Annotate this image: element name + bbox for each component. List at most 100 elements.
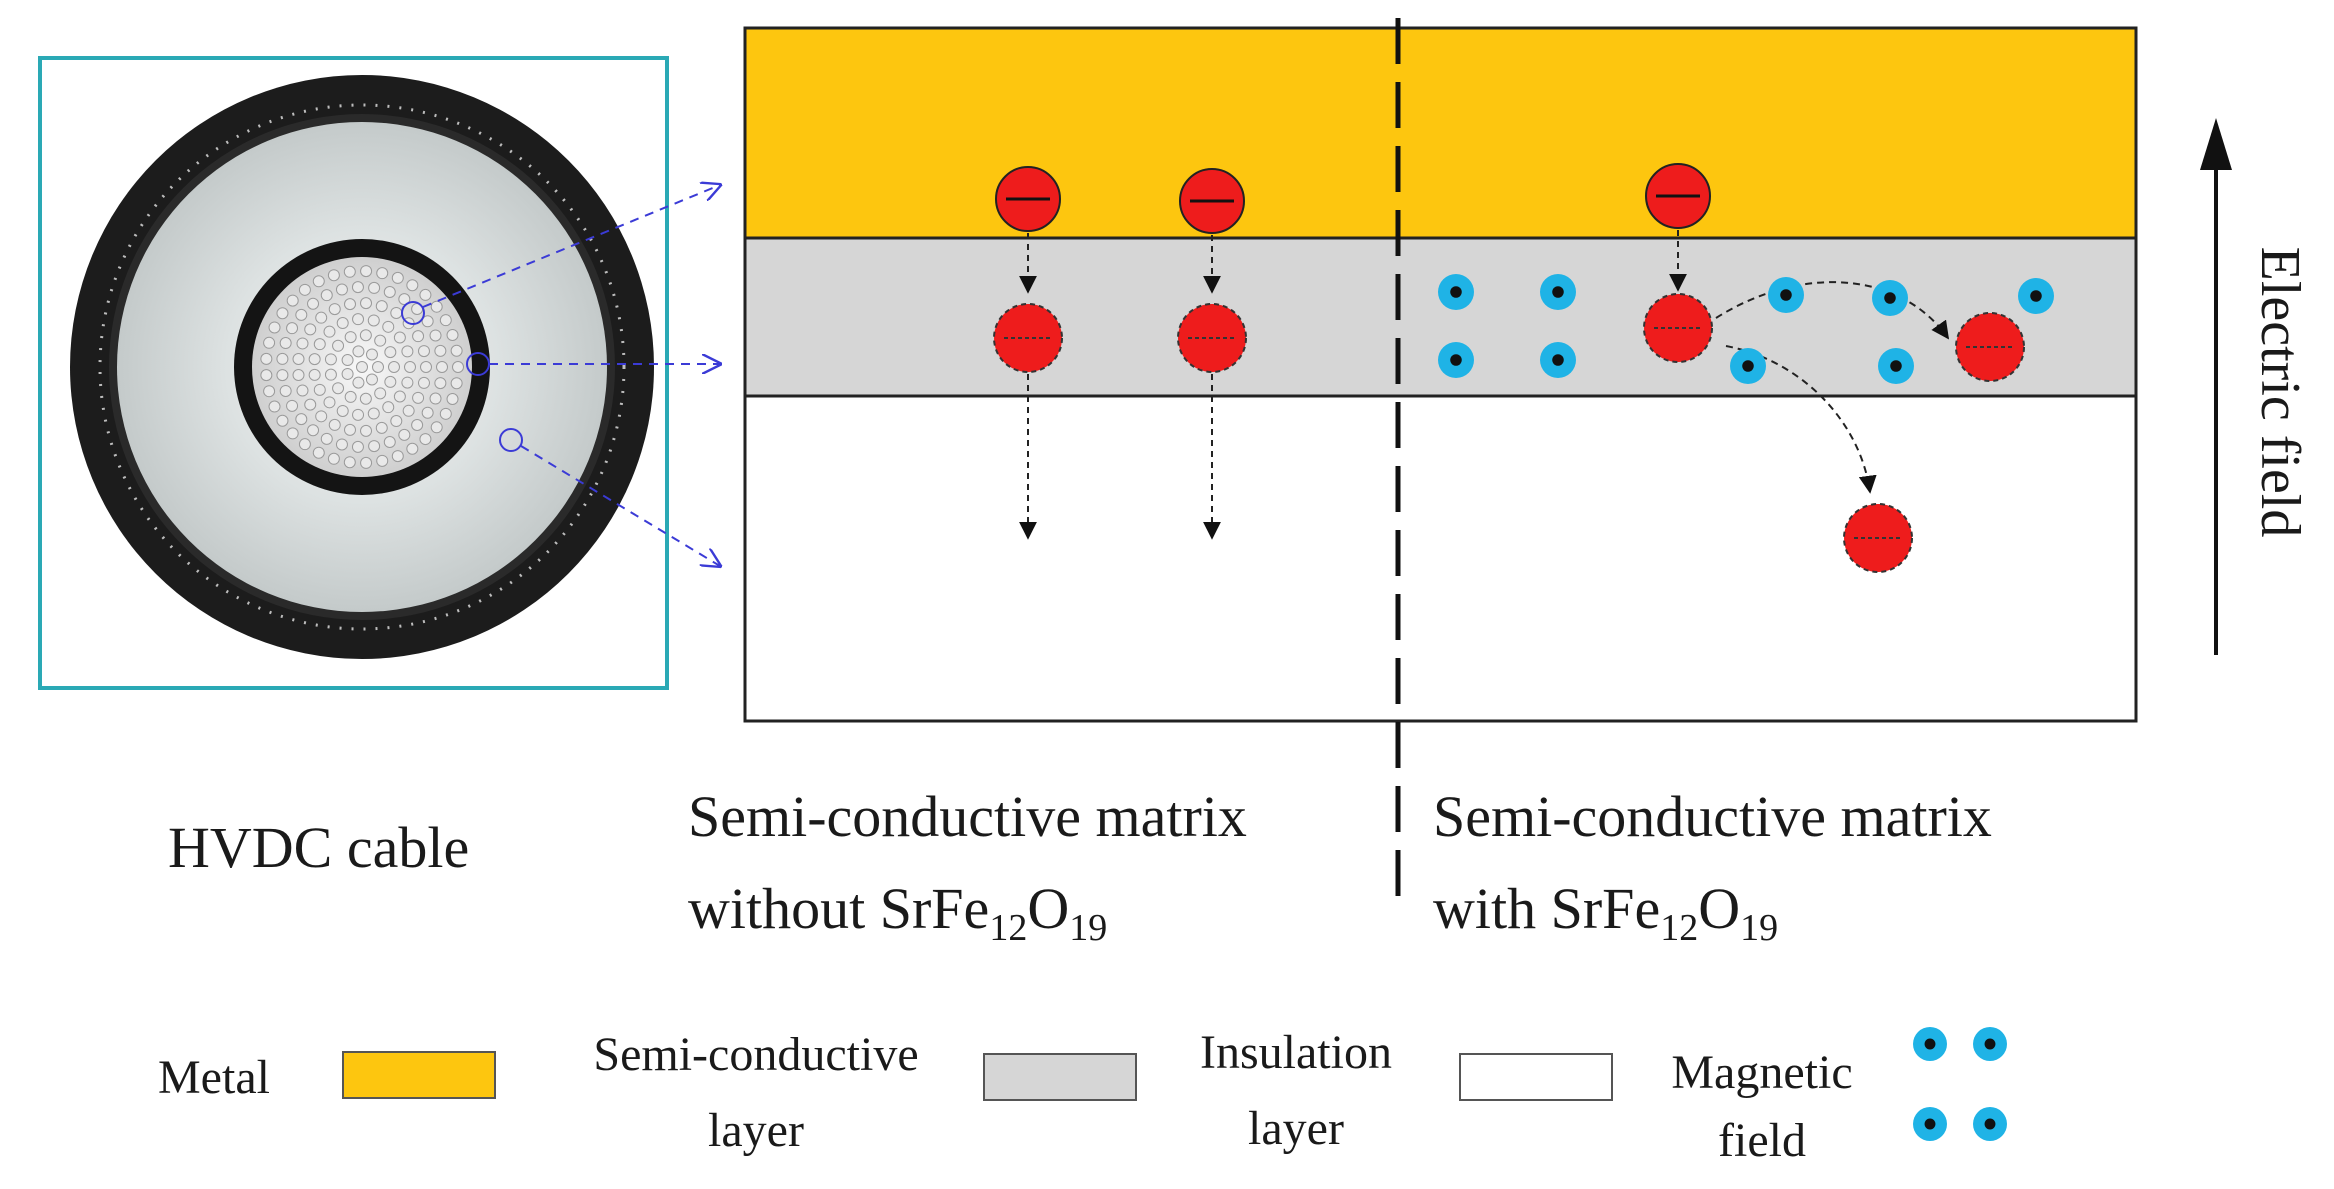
conductor-strand — [429, 392, 442, 405]
conductor-strand — [295, 308, 308, 321]
conductor-strand — [292, 352, 305, 365]
conductor-strand — [307, 297, 320, 310]
conductor-strand — [268, 321, 281, 334]
legend-semi-label-line1: Semi-conductive — [593, 1028, 918, 1081]
conductor-strand — [332, 339, 345, 352]
conductor-strand — [315, 311, 328, 324]
legend-semi-label-line2: layer — [708, 1104, 804, 1157]
legend-semi-swatch — [983, 1053, 1137, 1101]
conductor-strand — [382, 401, 395, 414]
formula-sub1: 12 — [989, 907, 1027, 949]
legend-magnetic-label-line2: field — [1718, 1114, 1806, 1167]
conductor-strand — [367, 314, 380, 327]
conductor-strand — [398, 428, 411, 441]
conductor-strand — [323, 396, 336, 409]
magnetic-field-dots — [1438, 274, 2054, 384]
conductor-strand — [411, 418, 424, 431]
conductor-strand — [352, 313, 365, 326]
conductor-strand — [376, 267, 389, 280]
conductor-strand — [430, 300, 443, 313]
conductor-strand — [365, 348, 378, 361]
conductor-strand — [406, 442, 419, 455]
conductor-strand — [419, 433, 432, 446]
formula-sub1: 12 — [1660, 907, 1698, 949]
legend-insulation-label-line1: Insulation — [1200, 1026, 1392, 1079]
conductor-strand — [390, 306, 403, 319]
conductor-strand — [304, 323, 317, 336]
conductor-strand — [328, 418, 341, 431]
conductor-strand — [279, 337, 292, 350]
conductor-strand — [343, 265, 356, 278]
conductor-strand — [450, 377, 463, 390]
conductor-strand — [360, 265, 373, 278]
conductor-strand — [368, 440, 381, 453]
conductor-strand — [421, 406, 434, 419]
conductor-strand — [417, 376, 430, 389]
conductor-strand — [315, 410, 328, 423]
conductor-strand — [324, 353, 337, 366]
conductor-strand — [384, 375, 397, 388]
conductor-strand — [430, 421, 443, 434]
conductor-strand — [336, 404, 349, 417]
conductor-strand — [312, 275, 325, 288]
conductor-strand — [286, 427, 299, 440]
conductor-strand — [383, 436, 396, 449]
conductor-strand — [296, 337, 309, 350]
conductor-strand — [391, 450, 404, 463]
conductor-strand — [279, 384, 292, 397]
magnetic-dot-center — [1450, 354, 1462, 366]
conductor-strand — [352, 345, 365, 358]
layer-panel — [743, 26, 2138, 723]
conductor-strand — [356, 361, 368, 373]
conductor-strand — [327, 452, 340, 465]
conductor-strand — [351, 440, 364, 453]
conductor-strand — [323, 325, 336, 338]
conductor-strand — [359, 392, 372, 405]
legend-metal-label: Metal — [158, 1051, 270, 1104]
conductor-strand — [260, 369, 273, 382]
cable-armour-ring — [98, 103, 626, 631]
insulation-layer — [743, 394, 2138, 723]
magnetic-dot-center — [2030, 290, 2042, 302]
cable-cross-section — [38, 56, 720, 690]
conductor-strand — [286, 294, 299, 307]
conductor-strand — [404, 361, 416, 373]
semi-conductive-layer — [743, 236, 2138, 398]
conductor-strand — [308, 353, 321, 366]
conductor-strand — [446, 392, 459, 405]
conductor-strand — [320, 432, 333, 445]
magnetic-dot-center — [1450, 286, 1462, 298]
conductor-strand — [436, 361, 448, 373]
conductor-strand — [263, 336, 276, 349]
legend-magnetic-label-line1: Magnetic — [1671, 1046, 1852, 1099]
conductor-strand — [292, 369, 305, 382]
conductor-strand — [393, 331, 406, 344]
conductor-strand — [439, 314, 452, 327]
metal-layer — [743, 26, 2138, 240]
conductor-strand — [420, 361, 432, 373]
conductor-strand — [402, 404, 415, 417]
conductor-strand — [286, 322, 299, 335]
guide-line-insulation — [520, 445, 720, 566]
right-caption-line2: with SrFe12O19 — [1433, 876, 1778, 949]
magnetic-dot-center — [1552, 354, 1564, 366]
conductor-strand — [450, 344, 463, 357]
conductor-strand — [344, 298, 357, 311]
magnetic-dot-center — [1984, 1038, 1996, 1050]
electric-field-arrowhead — [2200, 118, 2232, 170]
charge-path-right — [1643, 163, 2025, 573]
conductor-strand — [320, 289, 333, 302]
conductor-strand — [401, 376, 414, 389]
cable-caption: HVDC cable — [168, 815, 469, 880]
formula-mid: O — [1027, 876, 1069, 941]
charge-path-left-2 — [1177, 168, 1247, 540]
conductor-strand — [341, 354, 354, 367]
conductor-strand — [336, 317, 349, 330]
conductor-strand — [452, 361, 464, 373]
conductor-strand — [276, 352, 289, 365]
legend-metal-swatch — [342, 1051, 496, 1099]
conductor-strand — [276, 414, 289, 427]
conductor-strand — [308, 368, 321, 381]
conductor-strand — [344, 423, 357, 436]
conductor-strand — [344, 390, 357, 403]
